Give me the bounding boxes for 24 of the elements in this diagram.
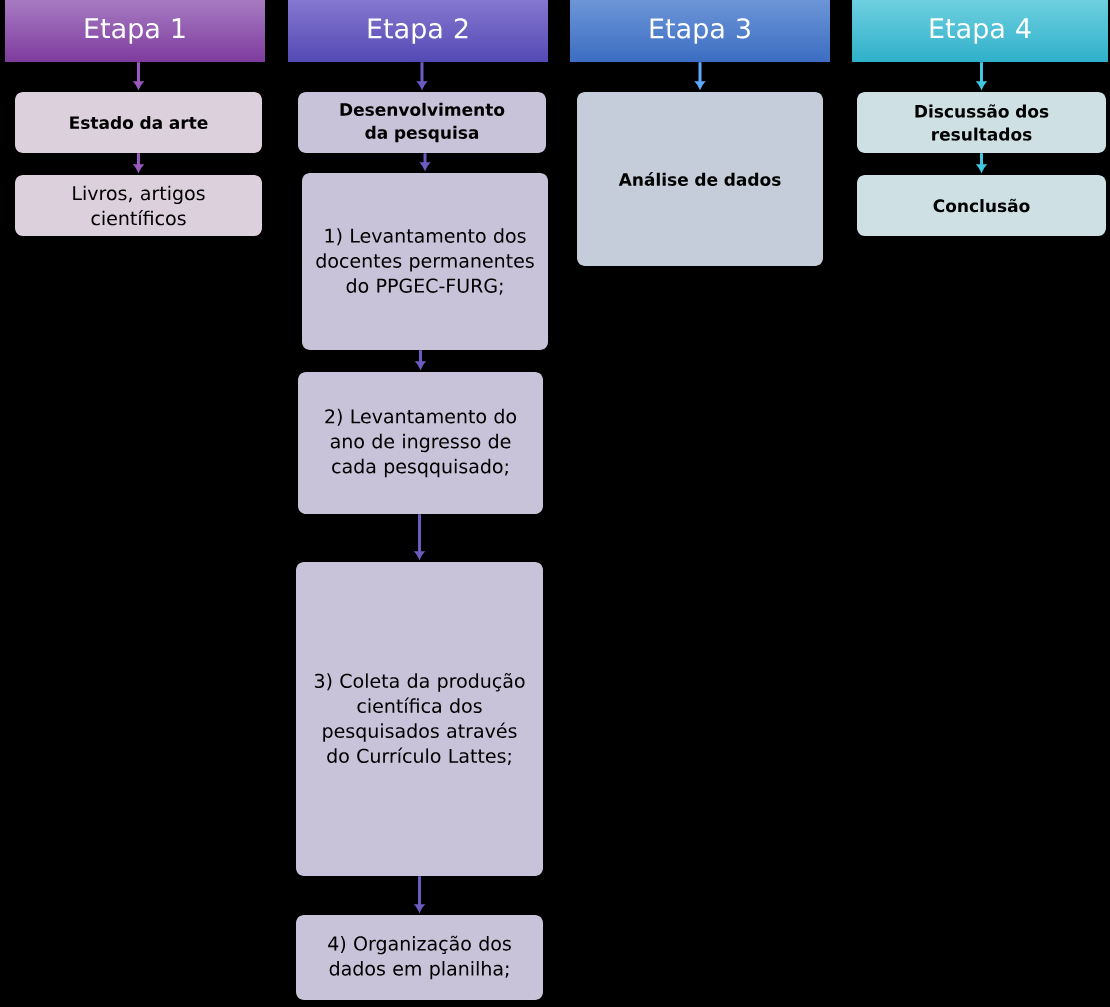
step-box: Estado da arte (15, 92, 262, 153)
arrow (414, 514, 425, 559)
step-box: Análise de dados (577, 92, 823, 266)
stage-header: Etapa 2 (368, 18, 468, 44)
step-box: 3) Coleta da produção científica dos pesquisados através do Currículo Lattes; (296, 562, 543, 876)
step-box: Conclusão (857, 175, 1106, 236)
arrow (414, 876, 425, 912)
arrow (417, 62, 427, 89)
step-box: 1) Levantamento dos docentes permanentes do PPGEC-FURG; (302, 173, 548, 350)
step-box: 4) Organização dos dados em planilha; (296, 915, 543, 1000)
arrow (976, 62, 987, 89)
stage-header: Etapa 1 (85, 18, 185, 44)
arrow (695, 62, 705, 89)
step-box: Livros, artigos científicos (15, 175, 262, 236)
arrow (415, 350, 426, 369)
arrow (420, 153, 430, 170)
stage-header: Etapa 3 (650, 18, 750, 44)
step-box: 2) Levantamento do ano de ingresso de cada pesqquisado; (298, 372, 543, 514)
step-box: Discussão dos resultados (857, 92, 1106, 153)
arrow (133, 62, 144, 89)
arrow (133, 153, 144, 172)
step-box: Desenvolvimento da pesquisa (298, 92, 546, 153)
arrow (976, 153, 987, 172)
stage-header: Etapa 4 (930, 18, 1031, 44)
